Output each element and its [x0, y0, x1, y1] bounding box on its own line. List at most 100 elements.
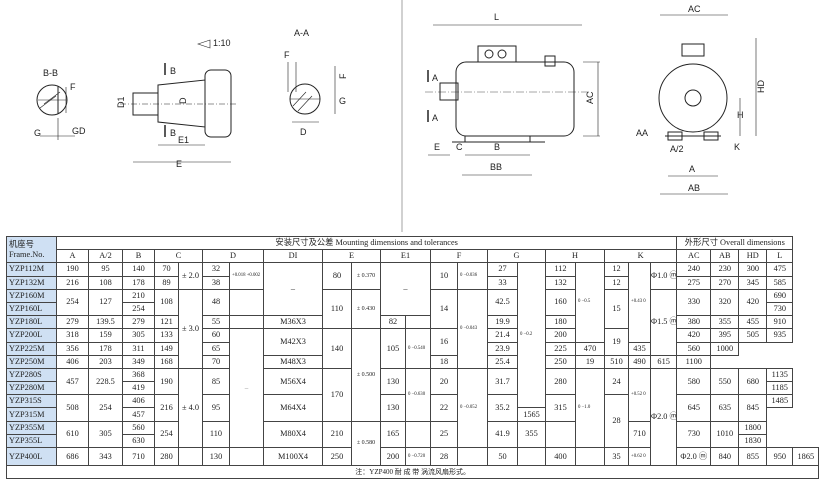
cell-ab: 270	[710, 275, 740, 290]
cell-ac: 240	[676, 262, 712, 277]
cell-a: 190	[56, 262, 89, 277]
taper-shaft-detail: 1:10 B B D1 D E1 E	[116, 38, 238, 169]
cell-ab: 395	[710, 328, 740, 343]
cell-a2: 178	[88, 341, 123, 356]
cell-ab: 320	[710, 288, 740, 317]
cell-hd: 455	[738, 315, 768, 330]
cell-b: 210	[122, 288, 155, 303]
cell-c: 280	[154, 447, 179, 466]
cell-b: 279	[122, 315, 155, 330]
cell-b: 710	[122, 447, 155, 466]
cell-ac: 470	[575, 341, 605, 356]
cell-g: 19.9	[487, 315, 518, 330]
cell-di: M48X3	[263, 354, 323, 369]
cell-k: 15	[604, 288, 629, 330]
cell-e1: 165	[380, 420, 406, 449]
cell-e1-tol: 0 −0.720	[405, 447, 431, 466]
cell-b: 368	[122, 367, 155, 383]
cell-k-pos: Φ1.5 ⓜ	[649, 288, 678, 356]
cell-l: 1100	[676, 354, 712, 369]
front-hd: HD	[756, 80, 766, 93]
cell-a: 508	[56, 394, 89, 422]
cell-f-tol: 0 −0.052	[457, 367, 488, 449]
cell-a2: 139.5	[88, 315, 123, 330]
cell-b: 305	[122, 328, 155, 343]
cell-g: 42.5	[487, 288, 518, 317]
cell-l: 910	[766, 315, 794, 330]
table-row: YZP112M 190 95 140 70 ± 2.0 32 +0.018 +0…	[6, 262, 819, 409]
cell-h-tol-blank	[575, 447, 605, 466]
cell-k-tol: +0.52 0	[628, 367, 651, 422]
cell-g-tol-blank	[517, 447, 546, 466]
cell-e: 170	[322, 367, 352, 422]
cell-e1: 130	[380, 367, 406, 396]
table-row: YZP315S 508 254 406 216 95 M64X4 130 22 …	[6, 394, 819, 448]
cell-k-tol: +0.43 0	[628, 262, 651, 343]
frame-no: YZP225M	[6, 341, 57, 356]
cell-e: 110	[322, 288, 352, 330]
cell-g: 33	[487, 275, 518, 290]
cell-ab: 550	[710, 367, 740, 396]
frame-no: YZP400L	[6, 447, 57, 466]
cell-l: 1135	[766, 367, 794, 383]
cell-h: 355	[517, 420, 546, 449]
cell-h: 400	[545, 447, 576, 466]
cell-l: 1830	[738, 433, 768, 449]
col-f: F	[430, 249, 488, 264]
cell-l: 1565	[517, 407, 546, 422]
cell-d-tol-blank	[229, 447, 264, 466]
side-a2: A	[432, 113, 438, 123]
side-l: L	[494, 12, 499, 22]
frame-no: YZP200L	[6, 328, 57, 343]
cell-b: 140	[122, 262, 155, 277]
col-c: C	[154, 249, 203, 264]
cell-h: 225	[545, 341, 576, 356]
cell-h: 315	[545, 394, 576, 422]
cell-g-tol: 0 −0.2	[517, 262, 546, 409]
table-row: YZP160M 254 127 210 108 ± 3.0 48 110 ± 0…	[6, 288, 819, 369]
frame-no: YZP355L	[6, 433, 57, 449]
cell-e: 250	[322, 447, 352, 466]
cell-l: 935	[766, 328, 794, 343]
cell-e-tol: ± 0.500	[351, 328, 381, 422]
cell-l: 1185	[766, 381, 794, 396]
motor-side-view: L A A AC E C B BB	[425, 12, 600, 176]
section-bb-label: B-B	[43, 68, 58, 78]
frame-no: YZP315S	[6, 394, 57, 409]
cell-g: 31.7	[487, 367, 518, 396]
cell-ac: 330	[676, 288, 712, 317]
cell-a2: 254	[88, 394, 123, 422]
col-g: G	[487, 249, 546, 264]
section-aa-phi: F	[338, 73, 348, 79]
cell-hd: 680	[738, 367, 768, 396]
cell-hd: 845	[738, 394, 768, 422]
cell-c-tol: ± 2.0	[178, 262, 203, 290]
cell-k: 19	[604, 328, 629, 356]
frame-no: YZP180L	[6, 315, 57, 330]
cell-g: 35.2	[487, 394, 518, 422]
cell-b: 406	[122, 394, 155, 409]
section-bb-g: G	[34, 128, 41, 138]
cell-k-tol: +0.62 0	[628, 447, 651, 466]
cell-ab: 490	[628, 354, 651, 369]
cell-c-tol: ± 3.0	[178, 288, 203, 369]
cell-a: 686	[56, 447, 89, 466]
cell-ac: 645	[676, 394, 712, 422]
d-ghost-dash: –	[244, 384, 249, 393]
col-b: B	[122, 249, 155, 264]
cell-e1: 200	[380, 447, 406, 466]
cell-b: 254	[122, 301, 155, 317]
side-ac: AC	[585, 91, 595, 104]
table-row: YZP355M 610 305 560 254 110 M80X4 210 ± …	[6, 420, 819, 467]
cell-b: 419	[122, 381, 155, 396]
front-ab: AB	[688, 183, 700, 193]
front-a: A	[689, 164, 695, 174]
front-h: H	[737, 110, 744, 120]
cell-a2: 203	[88, 354, 123, 369]
cell-hd: 1010	[710, 420, 740, 449]
table-row: YZP225M 356 178 311 149 65 23.9 225 470 …	[6, 341, 819, 356]
cell-a: 318	[56, 328, 89, 343]
cell-ac: 580	[676, 367, 712, 396]
cell-h-tol: 0 −1.0	[575, 367, 605, 449]
cell-h: 132	[545, 275, 576, 290]
